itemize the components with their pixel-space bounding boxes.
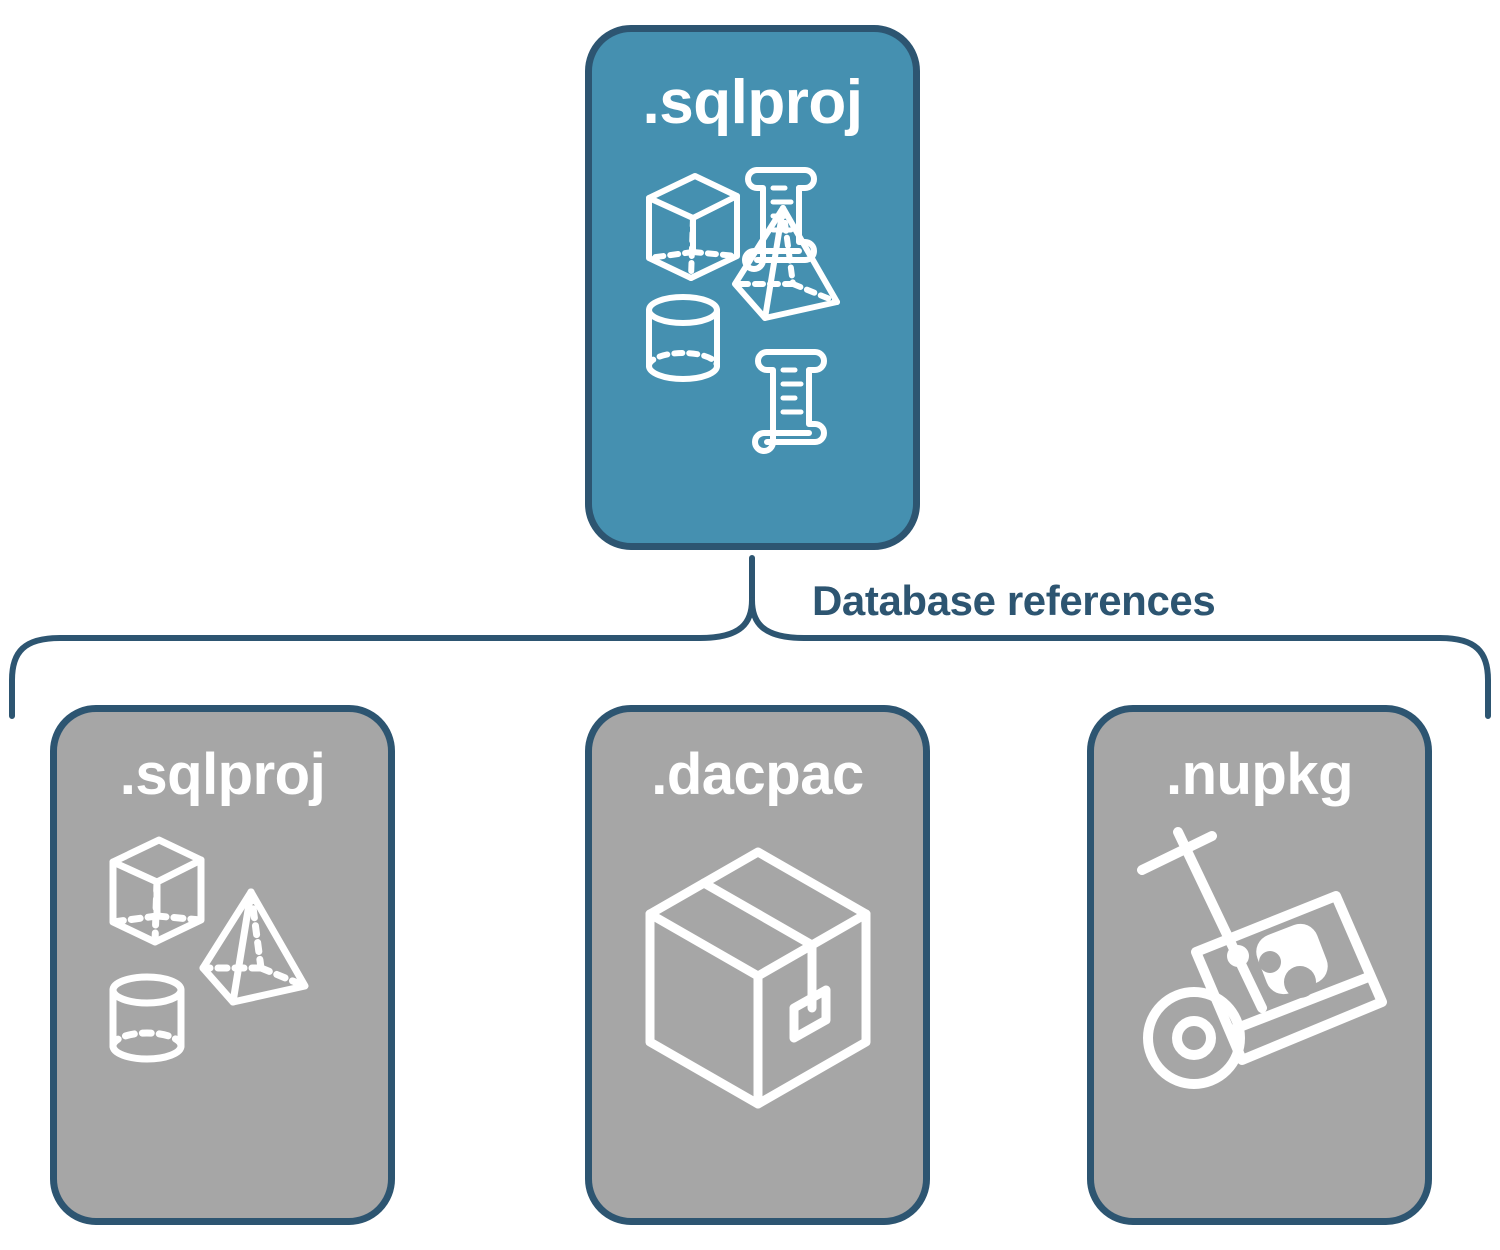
child-nupkg-icon-group <box>1120 827 1400 1130</box>
child-node-sqlproj[interactable]: .sqlproj <box>50 705 395 1225</box>
cube-icon <box>645 173 740 281</box>
cylinder-icon <box>109 973 184 1063</box>
child-dacpac-icon-group <box>618 830 898 1130</box>
bracket-left-arm <box>9 597 755 719</box>
cube-icon <box>109 836 204 946</box>
child-node-sqlproj-label: .sqlproj <box>119 742 326 807</box>
child-sqlproj-icon-group <box>83 830 363 1130</box>
hand-truck-icon <box>1136 827 1387 1089</box>
child-node-nupkg-label: .nupkg <box>1165 742 1354 807</box>
child-node-nupkg[interactable]: .nupkg <box>1087 705 1432 1225</box>
child-node-dacpac[interactable]: .dacpac <box>585 705 930 1225</box>
pyramid-icon <box>731 205 840 321</box>
parent-node-label: .sqlproj <box>642 68 863 137</box>
bracket-connector <box>9 555 1491 719</box>
shipping-box-icon <box>645 847 870 1109</box>
cylinder-icon <box>645 294 720 382</box>
bracket-label: Database references <box>812 577 1216 624</box>
pyramid-icon <box>199 888 308 1006</box>
scroll-icon <box>751 349 827 454</box>
parent-node-sqlproj[interactable]: .sqlproj <box>585 25 920 550</box>
parent-icon-svg <box>645 167 840 454</box>
parent-node-icon-group <box>633 152 873 454</box>
package-mark-holes <box>1258 951 1316 998</box>
child-node-dacpac-label: .dacpac <box>651 742 864 807</box>
child-sqlproj-icon-svg <box>109 836 308 1063</box>
